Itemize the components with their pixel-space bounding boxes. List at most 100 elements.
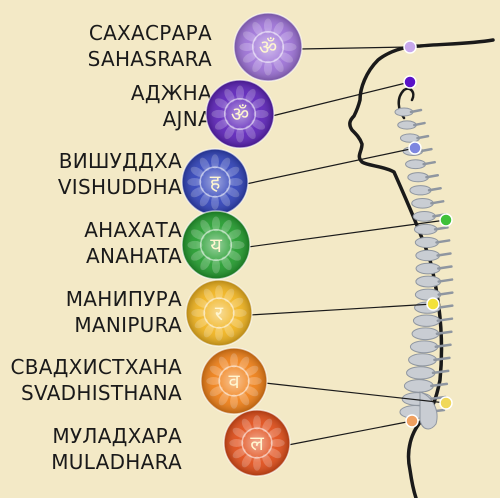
connector-sahasrara	[299, 46, 411, 50]
chakra-symbol: ल	[250, 431, 264, 455]
label-ajna-en: AJNA	[162, 107, 212, 131]
label-svadhisthana-en: SVADHISTHANA	[21, 381, 182, 405]
label-manipura-en: MANIPURA	[74, 313, 182, 337]
medallion-glow	[206, 80, 274, 148]
medallion-rim	[185, 279, 253, 347]
vertebra	[414, 236, 440, 249]
label-svadhisthana-ru: СВАДХИСТХАНА	[10, 355, 182, 379]
label-muladhara-ru: МУЛАДХАРА	[52, 424, 182, 448]
label-ajna: АДЖНА AJNA	[30, 80, 212, 132]
body-points	[403, 40, 453, 428]
medallion-svadhisthana: व	[200, 347, 268, 415]
vertebra-process	[436, 317, 454, 322]
spine	[394, 107, 454, 430]
medallion-glow	[234, 13, 302, 81]
point-sahasrara	[403, 40, 417, 54]
label-muladhara-en: MULADHARA	[51, 450, 182, 474]
label-vishuddha-ru: ВИШУДДХА	[58, 149, 182, 173]
label-sahasrara-ru: САХАСРАРА	[88, 21, 212, 45]
label-sahasrara-en: SAHASRARA	[87, 47, 212, 71]
vertebra-process	[434, 343, 452, 349]
medallion-rim	[233, 12, 303, 82]
vertebra-process	[435, 330, 453, 335]
vertebra-process	[436, 252, 452, 257]
chakra-symbol: र	[215, 301, 224, 325]
vertebra-process	[431, 369, 450, 375]
chakra-medallions: ॐ ॐ ह य र व ल	[181, 12, 303, 477]
connector-vishuddha	[245, 147, 416, 185]
point-manipura	[426, 297, 440, 311]
connector-ajna	[271, 81, 411, 117]
label-anahata-ru: АНАХАТА	[84, 218, 182, 242]
vertebra-process	[419, 147, 433, 153]
label-sahasrara: САХАСРАРА SAHASRARA	[30, 20, 212, 72]
connector-muladhara	[287, 420, 413, 446]
vertebra-process	[430, 200, 445, 205]
label-anahata-en: ANAHATA	[86, 244, 182, 268]
medallion-glow	[182, 149, 248, 215]
medallion-rim	[223, 409, 291, 477]
point-svadhisthana	[439, 396, 453, 410]
vertebra-process	[435, 239, 451, 244]
vertebra-process	[413, 121, 426, 127]
vertebra	[412, 314, 441, 327]
vertebra-process	[422, 160, 436, 166]
label-anahata: АНАХАТА ANAHATA	[0, 217, 182, 269]
connector-lines	[245, 46, 447, 446]
medallion-anahata: य	[181, 210, 251, 280]
vertebra-process	[430, 382, 449, 388]
point-muladhara	[405, 414, 419, 428]
vertebra-process	[437, 265, 453, 270]
vertebra-process	[425, 173, 440, 179]
medallion-glow	[201, 348, 267, 414]
label-svadhisthana: СВАДХИСТХАНА SVADHISTHANA	[0, 354, 182, 406]
point-vishuddha	[408, 141, 422, 155]
vertebra-process	[437, 278, 454, 283]
vertebra	[415, 262, 441, 275]
vertebra-process	[416, 134, 430, 140]
chakra-symbol: व	[228, 369, 240, 393]
medallion-glow	[224, 410, 290, 476]
medallion-glow	[186, 280, 252, 346]
medallion-muladhara: ल	[223, 409, 291, 477]
medallion-rim	[200, 347, 268, 415]
vertebra	[408, 353, 437, 367]
vertebra-process	[437, 304, 454, 309]
medallion-rim	[181, 210, 251, 280]
vertebra	[412, 210, 436, 222]
vertebra	[415, 249, 441, 262]
vertebra	[406, 366, 436, 380]
chakra-symbol: ह	[210, 170, 221, 194]
label-vishuddha: ВИШУДДХА VISHUDDHA	[0, 148, 182, 200]
medallion-vishuddha: ह	[181, 148, 249, 216]
vertebra-process	[433, 226, 449, 231]
label-manipura: МАНИПУРА MANIPURA	[0, 286, 182, 338]
vertebra	[409, 340, 439, 354]
label-vishuddha-en: VISHUDDHA	[57, 175, 182, 199]
chakra-symbol: य	[210, 233, 222, 257]
connector-anahata	[247, 219, 447, 248]
connector-svadhisthana	[264, 382, 447, 404]
vertebra	[415, 275, 442, 288]
label-manipura-ru: МАНИПУРА	[65, 287, 182, 311]
vertebra-process	[409, 108, 423, 114]
chakra-symbol: ॐ	[259, 35, 277, 59]
label-muladhara: МУЛАДХАРА MULADHARA	[0, 423, 182, 475]
vertebra-process	[427, 187, 442, 192]
label-ajna-ru: АДЖНА	[130, 81, 212, 105]
medallion-manipura: र	[185, 279, 253, 347]
point-ajna	[403, 75, 417, 89]
vertebra-process	[433, 356, 451, 362]
medallion-rim	[205, 79, 275, 149]
point-anahata	[439, 213, 453, 227]
vertebra	[403, 379, 434, 393]
sacrum	[419, 391, 438, 430]
chakra-symbol: ॐ	[231, 102, 249, 126]
vertebra	[414, 288, 442, 301]
vertebra	[411, 327, 440, 341]
connector-manipura	[249, 303, 434, 316]
medallion-glow	[182, 211, 250, 279]
vertebra	[413, 223, 438, 235]
